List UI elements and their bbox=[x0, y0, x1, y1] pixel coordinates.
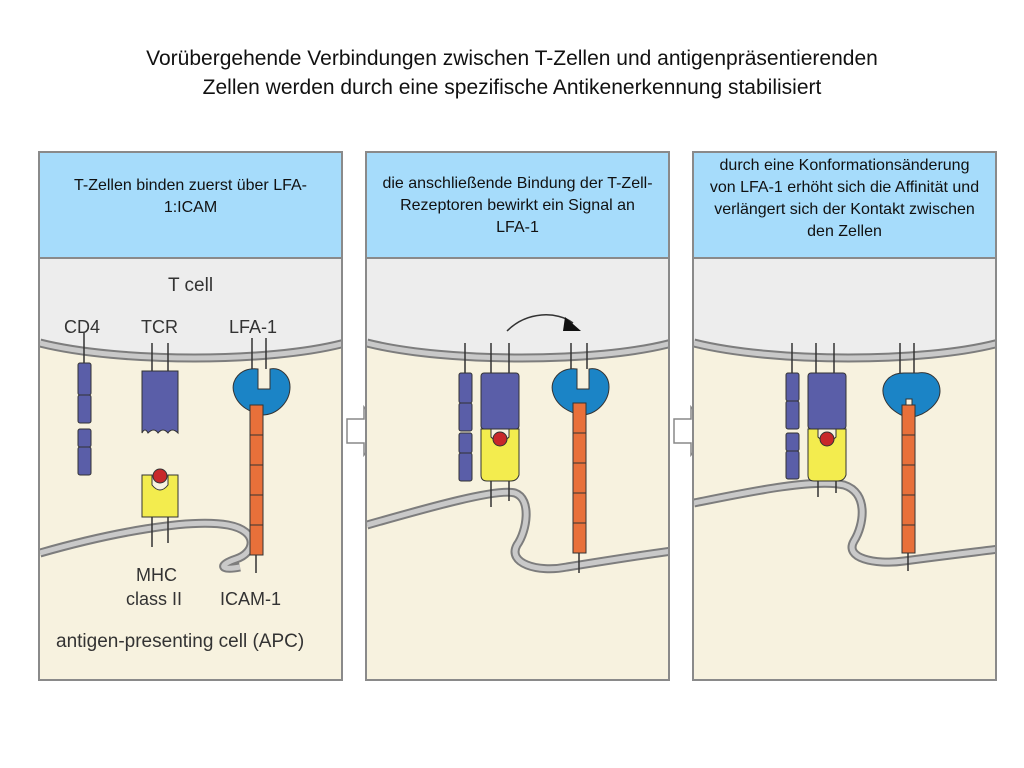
title-line-2: Zellen werden durch eine spezifische Ant… bbox=[202, 76, 822, 99]
t-cell-region bbox=[40, 257, 341, 358]
title-line-1: Vorübergehende Verbindungen zwischen T-Z… bbox=[146, 47, 878, 70]
icam1-label: ICAM-1 bbox=[220, 589, 282, 609]
panel-1-drawing bbox=[40, 257, 341, 679]
lfa1-molecule bbox=[232, 338, 291, 416]
tcr-label: TCR bbox=[141, 317, 178, 337]
apc-region bbox=[40, 530, 341, 679]
panel-1-caption: T-Zellen binden zuerst über LFA-1:ICAM bbox=[40, 153, 341, 259]
panel-2-drawing bbox=[367, 257, 668, 679]
apc-label: antigen-presenting cell (APC) bbox=[56, 631, 305, 652]
slide-title: Vorübergehende Verbindungen zwischen T-Z… bbox=[0, 44, 1024, 102]
panel-conformation-change: durch eine Konformationsänderung von LFA… bbox=[692, 151, 997, 681]
icam1-molecule bbox=[249, 404, 264, 573]
panel-initial-binding: T-Zellen binden zuerst über LFA-1:ICAM T… bbox=[38, 151, 343, 681]
cd4-label: CD4 bbox=[64, 317, 101, 337]
panel-tcr-signal: die anschließende Bindung der T-Zell-Rez… bbox=[365, 151, 670, 681]
lfa1-label: LFA-1 bbox=[229, 317, 278, 337]
tcr-molecule bbox=[141, 343, 179, 435]
panel-2-caption: die anschließende Bindung der T-Zell-Rez… bbox=[367, 153, 668, 259]
t-cell-label: T cell bbox=[168, 275, 214, 296]
panel-3-caption: durch eine Konformationsänderung von LFA… bbox=[694, 153, 995, 259]
mhc-label: MHC bbox=[136, 565, 177, 585]
class-ii-label: class II bbox=[126, 589, 183, 609]
panel-3-drawing bbox=[694, 257, 995, 679]
mhc-class-ii-molecule bbox=[141, 468, 179, 547]
cd4-molecule bbox=[77, 333, 92, 476]
peptide bbox=[152, 468, 168, 484]
